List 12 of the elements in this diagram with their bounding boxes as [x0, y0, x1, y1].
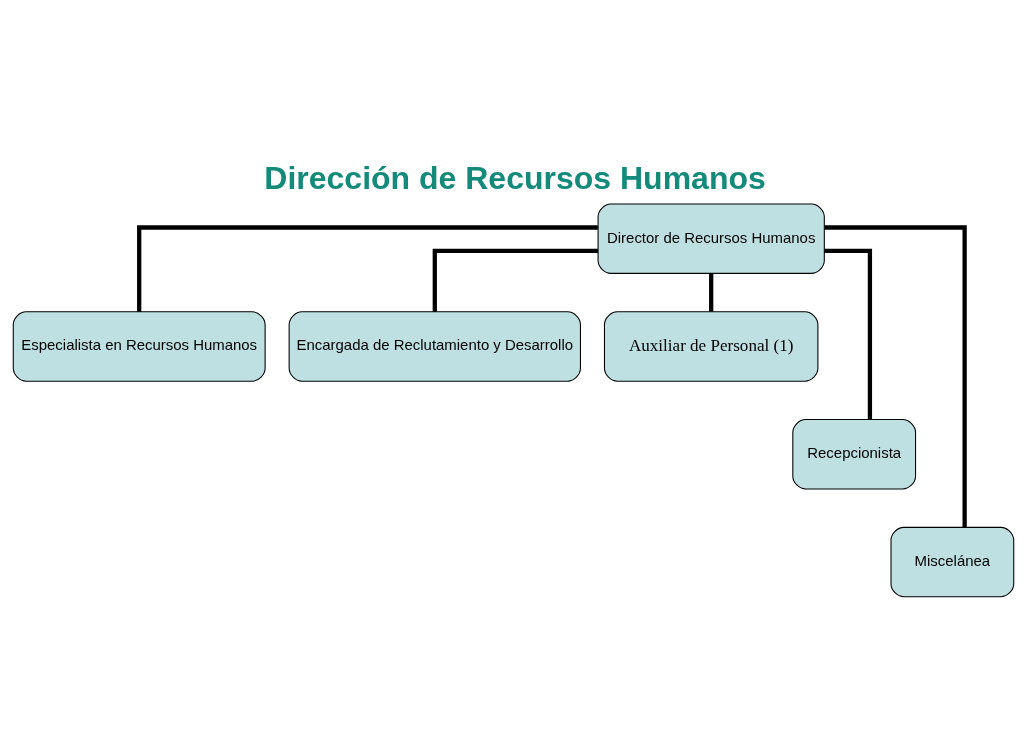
node-box: Director de Recursos Humanos	[597, 203, 825, 274]
node-box: Encargada de Reclutamiento y Desarrollo	[288, 310, 581, 382]
node-box: Auxiliar de Personal (1)	[603, 310, 819, 382]
connector	[824, 224, 967, 527]
connector	[824, 248, 873, 419]
connector	[432, 248, 598, 312]
connector	[709, 272, 714, 311]
connector	[137, 224, 598, 312]
node-box: Recepcionista	[792, 418, 917, 489]
node-box: Miscelánea	[890, 526, 1015, 597]
node-box: Especialista en Recursos Humanos	[12, 310, 266, 382]
diagram-title: Dirección de Recursos Humanos	[264, 159, 766, 196]
